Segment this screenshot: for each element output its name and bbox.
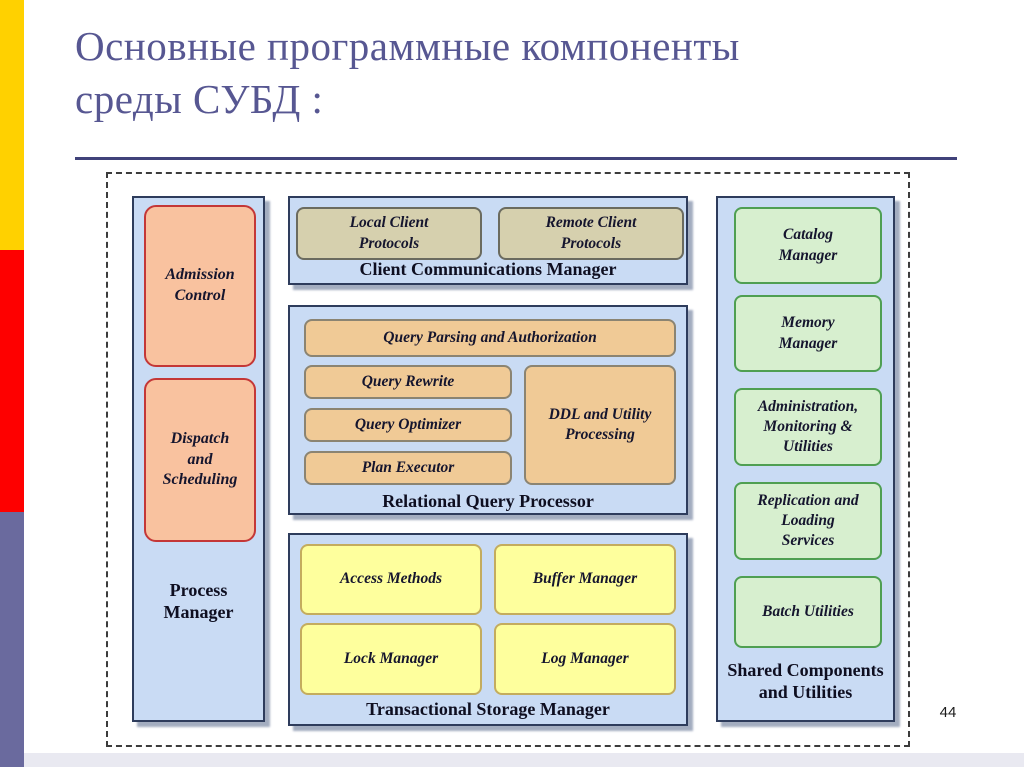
ddl-utility-label: DDL and Utility Processing [548,405,652,443]
transactional-storage-panel: Access Methods Buffer Manager Lock Manag… [288,533,688,726]
accent-bar-yellow [0,0,24,250]
administration-monitoring-label: Administration, Monitoring & Utilities [757,397,859,456]
admission-control-label: Admission Control [165,266,235,304]
remote-client-protocols-label: Remote Client Protocols [545,214,637,252]
ddl-utility-box: DDL and Utility Processing [524,365,676,485]
relational-query-processor-panel: Query Parsing and Authorization Query Re… [288,305,688,515]
plan-executor-label: Plan Executor [361,458,455,476]
slide-title-line1: Основные программные компоненты [75,23,740,69]
shared-components-label: Shared Components and Utilities [727,660,884,702]
relational-query-processor-label: Relational Query Processor [382,491,594,511]
lock-manager-label: Lock Manager [343,649,439,667]
batch-utilities-box: Batch Utilities [734,576,882,648]
slide-title-line2: среды СУБД : [75,76,324,123]
administration-monitoring-box: Administration, Monitoring & Utilities [734,388,882,466]
log-manager-box: Log Manager [494,623,676,695]
buffer-manager-label: Buffer Manager [532,570,638,588]
bottom-strip [24,753,1024,767]
client-communications-panel: Local Client Protocols Remote Client Pro… [288,196,688,285]
buffer-manager-box: Buffer Manager [494,544,676,615]
memory-manager-box: Memory Manager [734,295,882,372]
local-client-protocols-box: Local Client Protocols [296,207,482,260]
accent-bar-red [0,250,24,512]
dispatch-scheduling-box: Dispatch and Scheduling [144,378,256,542]
local-client-protocols-label: Local Client Protocols [349,214,429,252]
query-optimizer-box: Query Optimizer [304,408,512,442]
query-parsing-label: Query Parsing and Authorization [383,328,597,346]
query-optimizer-label: Query Optimizer [354,415,462,433]
process-manager-label: Process Manager [163,580,234,622]
access-methods-label: Access Methods [339,570,443,588]
admission-control-box: Admission Control [144,205,256,367]
diagram-dashed-frame [106,172,910,747]
accent-bar-purple [0,512,24,767]
page-number: 44 [939,704,957,721]
catalog-manager-label: Catalog Manager [778,226,838,264]
memory-manager-label: Memory Manager [778,314,838,352]
query-rewrite-label: Query Rewrite [361,372,455,390]
replication-loading-label: Replication and Loading Services [757,491,859,550]
access-methods-box: Access Methods [300,544,482,615]
slide-title: Основные программные компоненты среды СУ… [75,20,955,127]
dispatch-scheduling-label: Dispatch and Scheduling [162,429,238,489]
replication-loading-box: Replication and Loading Services [734,482,882,560]
client-communications-label: Client Communications Manager [359,259,617,279]
shared-components-panel: Catalog Manager Memory Manager Administr… [716,196,895,722]
transactional-storage-label: Transactional Storage Manager [366,699,610,719]
plan-executor-box: Plan Executor [304,451,512,485]
catalog-manager-box: Catalog Manager [734,207,882,284]
batch-utilities-label: Batch Utilities [762,602,854,620]
lock-manager-box: Lock Manager [300,623,482,695]
query-parsing-box: Query Parsing and Authorization [304,319,676,357]
remote-client-protocols-box: Remote Client Protocols [498,207,684,260]
log-manager-label: Log Manager [541,649,629,667]
process-manager-panel: Admission Control Dispatch and Schedulin… [132,196,265,722]
query-rewrite-box: Query Rewrite [304,365,512,399]
title-underline [75,157,957,160]
